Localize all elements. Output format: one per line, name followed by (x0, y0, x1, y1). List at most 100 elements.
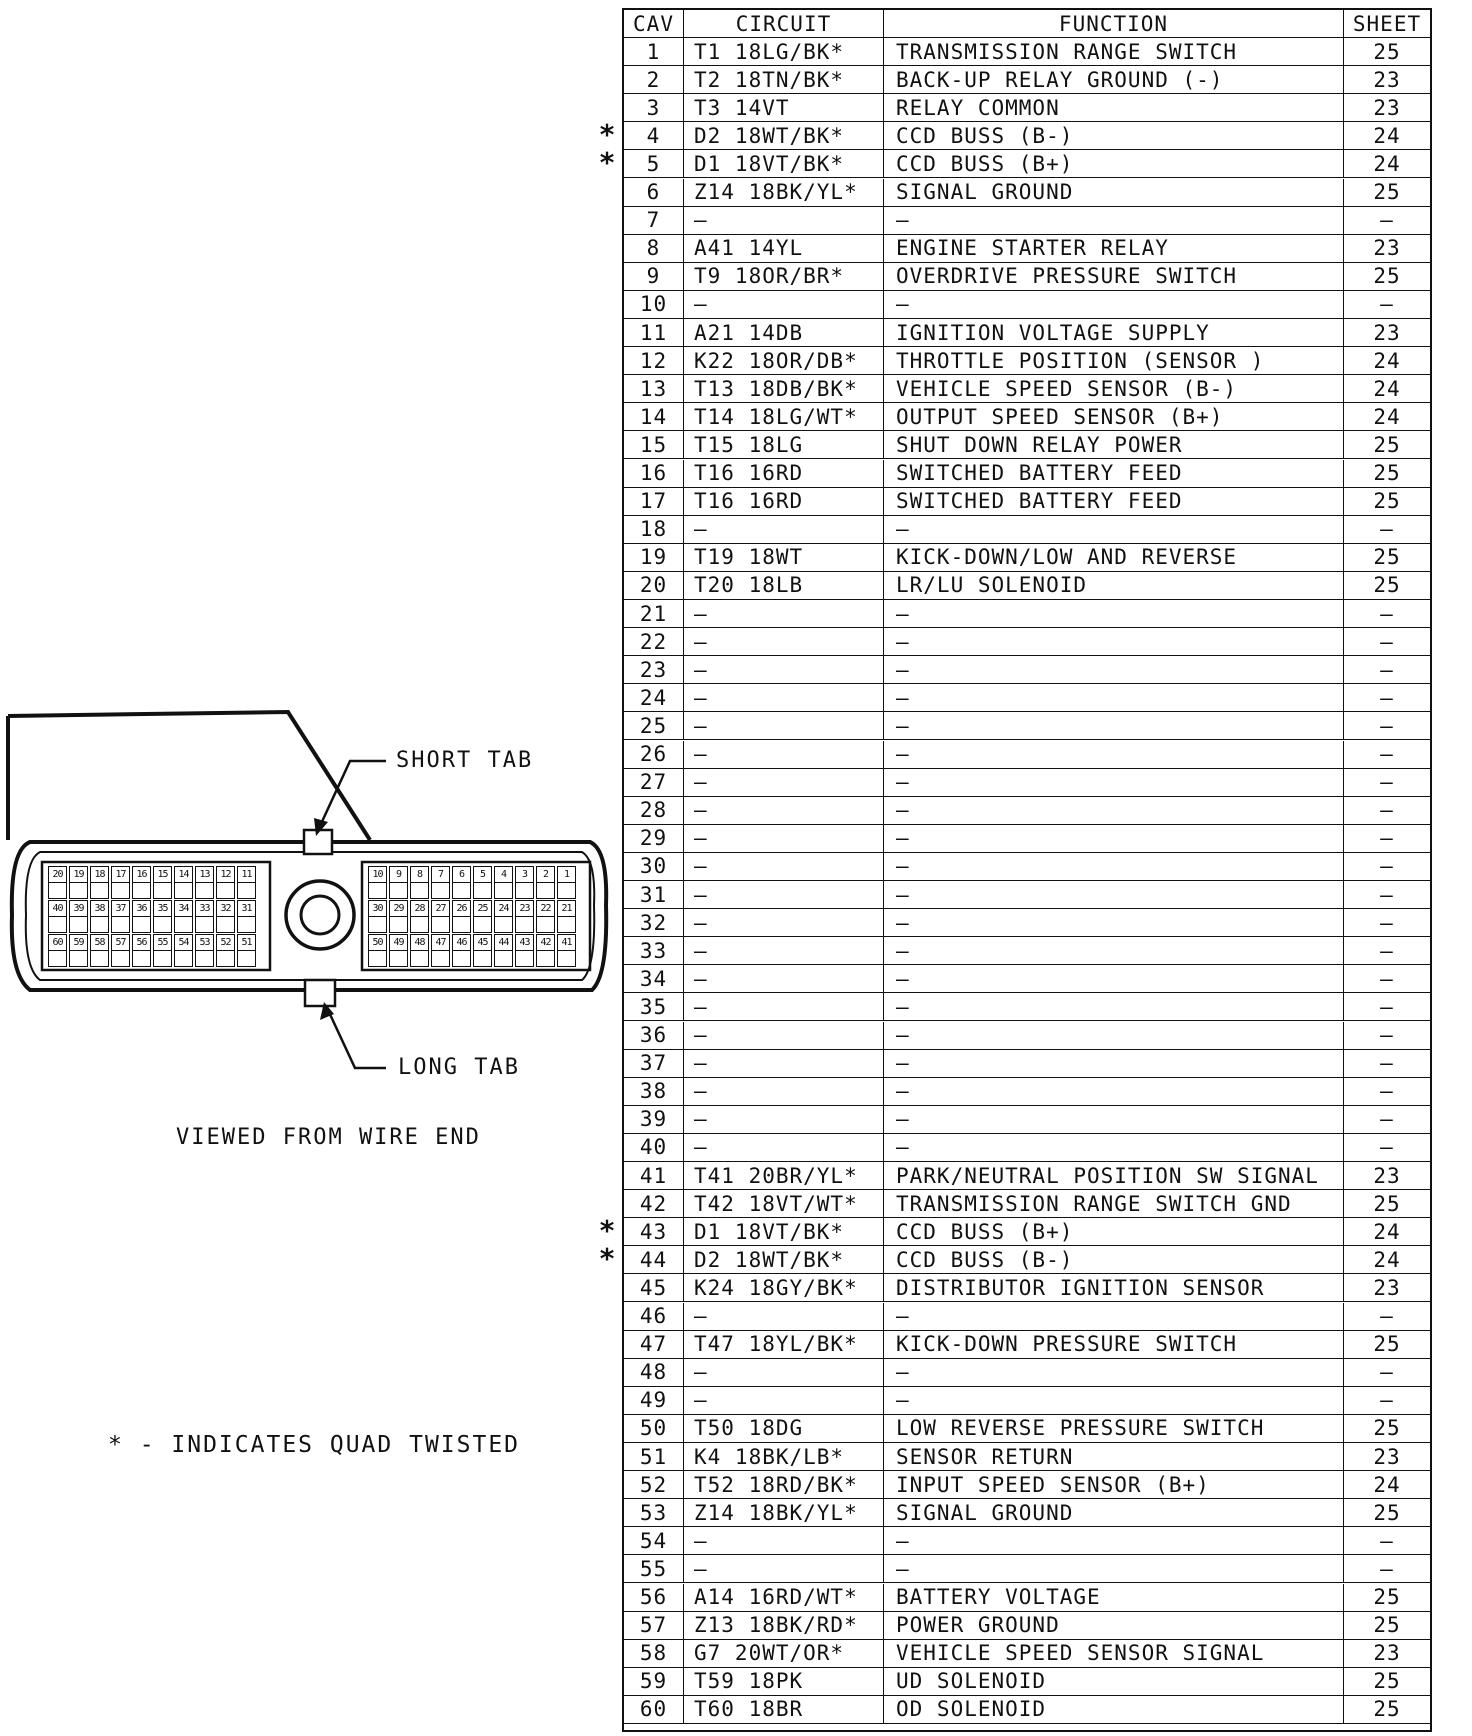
connector-pin: 54 (174, 934, 193, 951)
long-tab-leader (326, 1009, 386, 1070)
connector-pin-cavity (237, 882, 256, 899)
function-description: LR/LU SOLENOID (884, 571, 1344, 599)
connector-pin-cavity (368, 950, 387, 967)
circuit-code: T3 14VT (684, 94, 884, 122)
cav-number: 18 (624, 515, 684, 543)
circuit-code: — (684, 1077, 884, 1105)
function-description: IGNITION VOLTAGE SUPPLY (884, 319, 1344, 347)
connector-pin-cavity (452, 882, 471, 899)
table-row: 7——— (624, 206, 1430, 235)
cav-number: 34 (624, 965, 684, 993)
table-row: 31——— (624, 881, 1430, 910)
function-description: CCD BUSS (B-) (884, 122, 1344, 150)
connector-pin-cavity (216, 950, 235, 967)
sheet-number: — (1380, 854, 1394, 879)
connector-pin-cavity (48, 882, 67, 899)
connector-pin-cavity (410, 950, 429, 967)
cav-number: 1 (624, 38, 684, 66)
function-description: THROTTLE POSITION (SENSOR ) (884, 347, 1344, 375)
sheet-number: — (1380, 1360, 1394, 1385)
function-description: — (884, 824, 1344, 852)
cav-number: 40 (624, 1133, 684, 1161)
connector-pin: 31 (237, 900, 256, 917)
circuit-code: — (684, 1527, 884, 1555)
cav-number: 6 (624, 178, 684, 206)
sheet-number: — (1380, 1051, 1394, 1076)
circuit-code: D1 18VT/BK* (684, 1218, 884, 1246)
function-description: CCD BUSS (B-) (884, 1246, 1344, 1274)
quad-twisted-legend: * - INDICATES QUAD TWISTED (108, 1432, 521, 1458)
function-description: PARK/NEUTRAL POSITION SW SIGNAL (884, 1162, 1344, 1190)
circuit-code: Z14 18BK/YL* (684, 178, 884, 206)
connector-pin-cavity (389, 950, 408, 967)
circuit-code: K24 18GY/BK* (684, 1274, 884, 1302)
cav-number: 13 (624, 375, 684, 403)
function-description: SWITCHED BATTERY FEED (884, 459, 1344, 487)
header-cav: CAV (624, 10, 684, 37)
cav-number: 53 (624, 1499, 684, 1527)
function-description: — (884, 1077, 1344, 1105)
cav-number: 59 (624, 1667, 684, 1695)
sheet-number: — (1380, 685, 1394, 710)
circuit-code: — (684, 1555, 884, 1583)
circuit-code: Z14 18BK/YL* (684, 1499, 884, 1527)
connector-pin-cavity (431, 950, 450, 967)
cav-number: 31 (624, 881, 684, 909)
connector-pin-cavity (389, 882, 408, 899)
circuit-code: T1 18LG/BK* (684, 38, 884, 66)
circuit-code: — (684, 1302, 884, 1330)
sheet-number: 24 (1373, 404, 1401, 429)
connector-pin-cavity (237, 916, 256, 933)
sheet-number: — (1380, 910, 1394, 935)
connector-pin: 19 (69, 866, 88, 883)
function-description: SHUT DOWN RELAY POWER (884, 431, 1344, 459)
circuit-code: — (684, 768, 884, 796)
connector-pin: 42 (536, 934, 555, 951)
table-row: 23——— (624, 656, 1430, 685)
function-description: VEHICLE SPEED SENSOR SIGNAL (884, 1639, 1344, 1667)
table-row: 18——— (624, 515, 1430, 544)
cav-number: 42 (624, 1190, 684, 1218)
sheet-number: 25 (1373, 1669, 1401, 1694)
connector-pin: 32 (216, 900, 235, 917)
sheet-number: — (1380, 601, 1394, 626)
function-description: BACK-UP RELAY GROUND (-) (884, 66, 1344, 94)
connector-pin-cavity (473, 882, 492, 899)
connector-pin: 8 (410, 866, 429, 883)
connector-pin-cavity (410, 882, 429, 899)
sheet-number: 23 (1373, 1641, 1401, 1666)
function-description: — (884, 1527, 1344, 1555)
function-description: — (884, 852, 1344, 880)
sheet-number: 25 (1373, 545, 1401, 570)
connector-pin: 18 (90, 866, 109, 883)
connector-pin: 56 (132, 934, 151, 951)
cav-number: 26 (624, 740, 684, 768)
center-bolt-outer (284, 879, 356, 951)
connector-pin-cavity (431, 916, 450, 933)
table-row: 37——— (624, 1049, 1430, 1078)
sheet-number: 25 (1373, 1500, 1401, 1525)
cav-number: 30 (624, 852, 684, 880)
long-tab-label: LONG TAB (398, 1055, 520, 1080)
short-tab-leader (318, 759, 386, 827)
function-description: — (884, 909, 1344, 937)
function-description: — (884, 993, 1344, 1021)
connector-pin-cavity (557, 950, 576, 967)
connector-pin: 1 (557, 866, 576, 883)
connector-pin-cavity (431, 882, 450, 899)
cav-number: 47 (624, 1330, 684, 1358)
sheet-number: — (1380, 1079, 1394, 1104)
table-row: 54——— (624, 1527, 1430, 1556)
sheet-number: — (1380, 1023, 1394, 1048)
circuit-code: — (684, 206, 884, 234)
function-description: — (884, 600, 1344, 628)
connector-pin: 37 (111, 900, 130, 917)
connector-pin-cavity (174, 916, 193, 933)
